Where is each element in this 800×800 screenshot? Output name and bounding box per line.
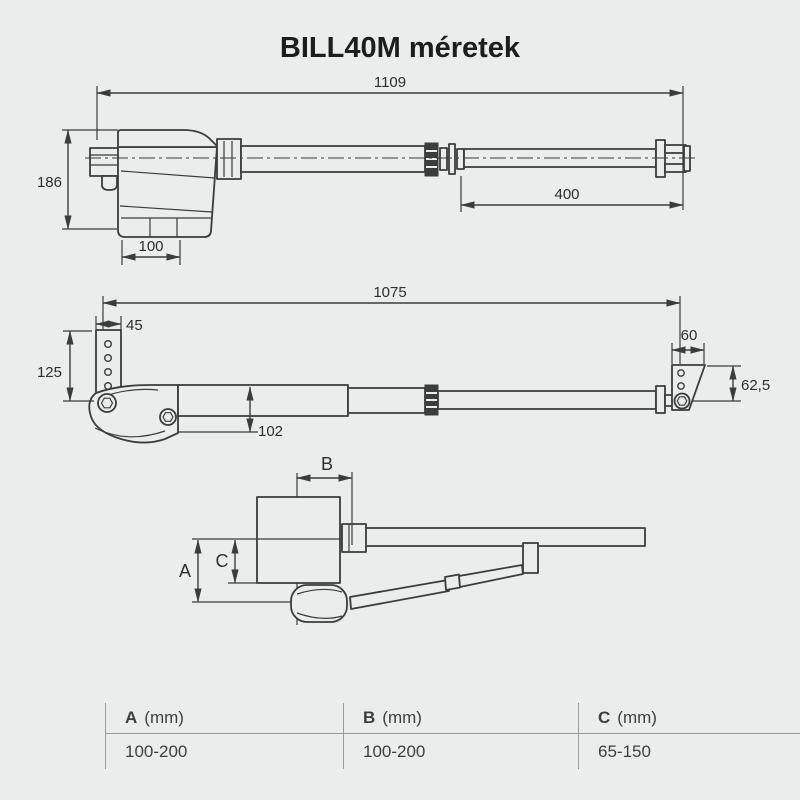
table-value-a: 100-200 <box>105 734 343 769</box>
table-header-row: A (mm) B (mm) C (mm) <box>105 703 800 734</box>
rear-hinge <box>88 384 179 444</box>
outer-tube <box>240 145 426 173</box>
dim-label-45: 45 <box>126 317 143 334</box>
col-unit: (mm) <box>382 708 422 727</box>
view-side-extended: 1109 400 186 100 <box>37 74 697 265</box>
view-top-installation: B A C <box>179 454 646 625</box>
table-value-b: 100-200 <box>343 734 578 769</box>
motor-body <box>117 129 219 238</box>
technical-drawing: 1109 400 186 100 <box>37 74 770 625</box>
dim-label-C: C <box>216 551 229 571</box>
table-header-c: C (mm) <box>578 703 800 733</box>
col-unit: (mm) <box>617 708 657 727</box>
actuator-arm <box>349 564 524 610</box>
table-value-c: 65-150 <box>578 734 800 769</box>
gate-hinge-block <box>341 523 367 553</box>
col-letter: C <box>598 708 611 727</box>
front-bracket <box>671 364 706 411</box>
col-letter: B <box>363 708 376 727</box>
dim-label-100: 100 <box>138 238 163 255</box>
table-value-row: 100-200 100-200 65-150 <box>105 734 800 769</box>
tube-collar <box>216 138 242 180</box>
dim-label-102: 102 <box>258 423 283 440</box>
dim-label-1109: 1109 <box>374 74 406 91</box>
rear-mounting-plate <box>95 329 122 394</box>
view-side-mounted: 1075 45 125 102 60 62,5 <box>37 284 770 444</box>
col-unit: (mm) <box>144 708 184 727</box>
dim-label-1075: 1075 <box>373 284 406 301</box>
pillar <box>256 496 341 584</box>
dim-label-60: 60 <box>681 327 698 344</box>
piston-rod <box>437 390 657 410</box>
dim-label-B: B <box>321 454 333 474</box>
cable-gland <box>101 175 118 191</box>
rod-coupling <box>424 384 439 416</box>
gate-leaf <box>341 527 646 547</box>
table-header-b: B (mm) <box>343 703 578 733</box>
dim-label-A: A <box>179 561 191 581</box>
dim-label-186: 186 <box>37 174 62 191</box>
outer-tube <box>347 387 426 414</box>
motor-top-view <box>290 584 348 623</box>
dim-label-62-5: 62,5 <box>741 377 770 394</box>
col-letter: A <box>125 708 138 727</box>
dim-label-125: 125 <box>37 364 62 381</box>
motor-tube <box>177 384 349 417</box>
gate-attachment-bracket <box>522 542 539 574</box>
table-header-a: A (mm) <box>105 703 343 733</box>
dimensions-table: A (mm) B (mm) C (mm) 100-200 100-200 65-… <box>105 703 800 769</box>
dim-label-400: 400 <box>554 186 579 203</box>
rod-coupling <box>424 142 465 177</box>
page-title: BILL40M méretek <box>279 32 521 64</box>
